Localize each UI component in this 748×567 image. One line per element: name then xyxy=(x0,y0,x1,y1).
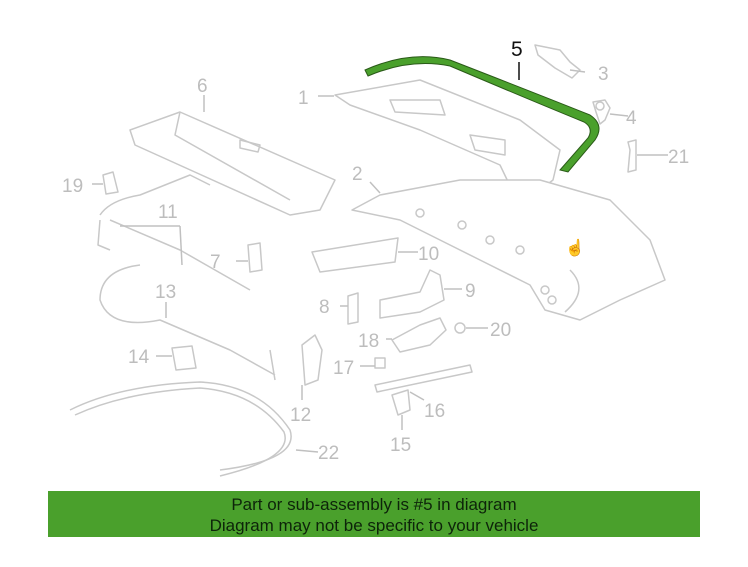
part-12[interactable] xyxy=(301,334,323,386)
part-info-banner: Part or sub-assembly is #5 in diagram Di… xyxy=(48,491,700,537)
hand-pointer-icon: ☝ xyxy=(565,238,585,257)
part-10-bracket[interactable] xyxy=(311,237,399,273)
callout-3[interactable]: 3 xyxy=(598,64,609,85)
part-11-cable[interactable] xyxy=(97,174,251,291)
part-17[interactable] xyxy=(374,357,386,369)
part-15[interactable] xyxy=(391,389,411,416)
part-6-cargo-cover[interactable] xyxy=(129,111,336,216)
part-13-cable[interactable] xyxy=(99,264,276,381)
callout-1[interactable]: 1 xyxy=(298,88,309,109)
callout-14[interactable]: 14 xyxy=(128,347,150,368)
callout-9[interactable]: 9 xyxy=(465,281,476,302)
part-14[interactable] xyxy=(171,345,197,371)
part-20[interactable] xyxy=(454,322,466,334)
callout-6[interactable]: 6 xyxy=(197,76,208,97)
banner-line-1: Part or sub-assembly is #5 in diagram xyxy=(231,495,517,514)
callout-17[interactable]: 17 xyxy=(333,358,354,379)
part-2-deck-lid[interactable] xyxy=(351,179,666,321)
callout-22[interactable]: 22 xyxy=(318,443,339,464)
callout-10[interactable]: 10 xyxy=(418,244,439,265)
part-19[interactable] xyxy=(102,171,119,195)
part-4[interactable] xyxy=(592,99,611,125)
callout-21[interactable]: 21 xyxy=(668,147,689,168)
part-7-bracket[interactable] xyxy=(247,242,263,273)
part-21[interactable] xyxy=(627,139,637,173)
callout-7[interactable]: 7 xyxy=(210,252,221,273)
callout-13[interactable]: 13 xyxy=(155,282,176,303)
part-22-frame[interactable] xyxy=(69,381,292,471)
part-18-hinge[interactable] xyxy=(391,317,447,353)
part-8[interactable] xyxy=(347,292,359,325)
part-16-strut[interactable] xyxy=(374,364,473,393)
part-5-weatherstrip[interactable] xyxy=(364,56,600,173)
callout-15[interactable]: 15 xyxy=(390,435,411,456)
callout-18[interactable]: 18 xyxy=(358,331,379,352)
callout-20[interactable]: 20 xyxy=(490,320,511,341)
callout-16[interactable]: 16 xyxy=(424,401,445,422)
callout-11[interactable]: 11 xyxy=(158,202,178,223)
callout-5[interactable]: 5 xyxy=(511,38,523,61)
callout-2[interactable]: 2 xyxy=(352,164,363,185)
callout-4[interactable]: 4 xyxy=(626,108,637,129)
part-3[interactable] xyxy=(534,44,581,79)
callout-8[interactable]: 8 xyxy=(319,297,330,318)
banner-line-2: Diagram may not be specific to your vehi… xyxy=(209,516,539,535)
callout-12[interactable]: 12 xyxy=(290,405,311,426)
callout-19[interactable]: 19 xyxy=(62,176,83,197)
part-9-bracket[interactable] xyxy=(379,269,445,319)
